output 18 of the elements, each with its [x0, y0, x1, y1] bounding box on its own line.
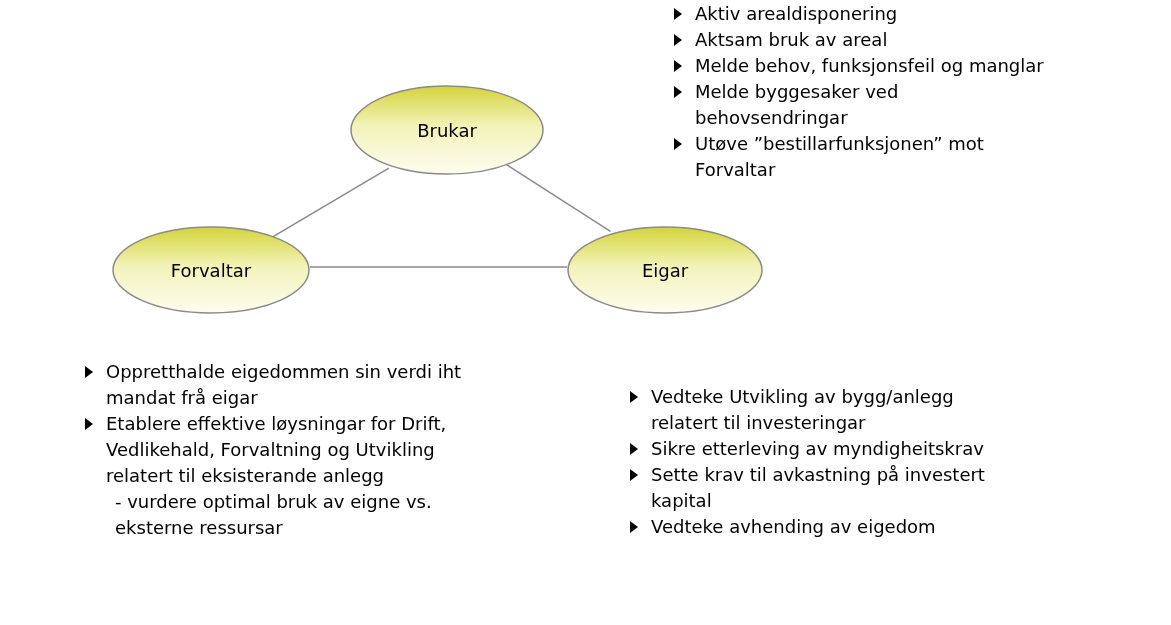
bullet-text: Melde behov, funksjonsfeil og manglar [695, 54, 1044, 78]
bullet-text: Utøve ”bestillarfunksjonen” mot Forvaltar [695, 132, 985, 182]
bullet-text: Oppretthalde eigedommen sin verdi iht mandat frå eigar [106, 360, 463, 410]
bullet-text: Sikre etterleving av myndigheitskrav [651, 437, 984, 461]
node-label: Forvaltar [170, 259, 252, 281]
bullet-text: Vedteke Utvikling av bygg/anlegg relatert til investeringar [651, 385, 955, 435]
sub-item-text: - vurdere optimal bruk av eigne vs. eksterne ressursar [115, 490, 433, 540]
bullet-text: Aktsam bruk av areal [695, 28, 888, 52]
bullet-text: Aktiv arealdisponering [695, 2, 898, 26]
bullet-text: Sette krav til avkastning på investert kapital [651, 463, 986, 513]
bullet-text: Vedteke avhending av eigedom [651, 515, 936, 539]
bullet-text: Melde byggesaker ved behovsendringar [695, 80, 900, 130]
connector-line [271, 167, 390, 239]
node-label: Eigar [641, 259, 689, 281]
connector-line [504, 163, 612, 233]
node-label: Brukar [417, 119, 477, 141]
connector-line [309, 266, 568, 268]
bullet-text: Etablere effektive løysningar for Drift, Vedlikehald, Forvaltning og Utvikling relatert til eksisterande anlegg [106, 412, 448, 488]
